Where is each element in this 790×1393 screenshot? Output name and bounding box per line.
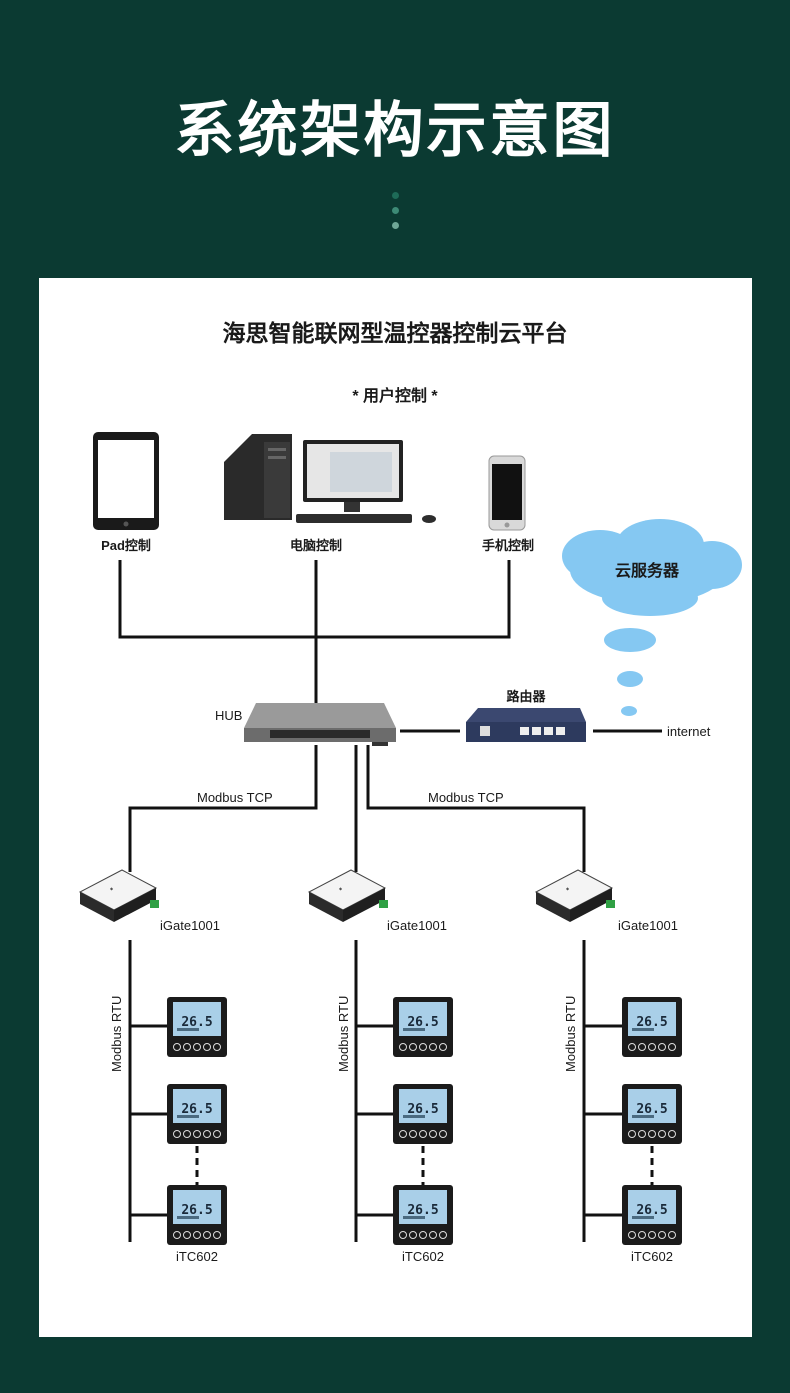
- thermostat-icon: [392, 1083, 454, 1145]
- gateway-icon-2: [308, 869, 389, 923]
- thermostat-icon: [621, 1083, 683, 1145]
- phone-control-label: 手机控制: [482, 538, 534, 553]
- router-icon: [466, 708, 586, 742]
- gateway-icon-3: [535, 869, 616, 923]
- thermostat-model-label-1: iTC602: [176, 1249, 218, 1264]
- thermostat-icon: [166, 1083, 228, 1145]
- thermostat-icon: [621, 1184, 683, 1246]
- diagram-title: 海思智能联网型温控器控制云平台: [223, 320, 568, 346]
- dashed-connectors: [195, 1146, 654, 1186]
- thermostat-column-3: [621, 996, 683, 1246]
- thermostat-icon: [166, 1184, 228, 1246]
- modbus-rtu-label-1: Modbus RTU: [109, 996, 124, 1072]
- thermostat-icon: [621, 996, 683, 1058]
- page-title: 系统架构示意图: [174, 96, 616, 166]
- decor-dot-3: [392, 222, 399, 229]
- thermostat-column-1: [166, 996, 228, 1246]
- modbus-tcp-label-right: Modbus TCP: [428, 790, 504, 805]
- internet-label: internet: [667, 724, 711, 739]
- decor-dot-1: [392, 192, 399, 199]
- modbus-rtu-label-2: Modbus RTU: [336, 996, 351, 1072]
- thermostat-icon: [166, 996, 228, 1058]
- tablet-icon: [93, 432, 159, 530]
- hub-icon: [244, 703, 396, 746]
- user-control-heading: * 用户控制 *: [352, 386, 438, 405]
- gateway-label-3: iGate1001: [618, 918, 678, 933]
- smartphone-icon: [488, 455, 526, 531]
- modbus-rtu-label-3: Modbus RTU: [563, 996, 578, 1072]
- thermostat-model-label-2: iTC602: [402, 1249, 444, 1264]
- thermostat-model-label-3: iTC602: [631, 1249, 673, 1264]
- pad-control-label: Pad控制: [101, 538, 151, 553]
- gateway-label-1: iGate1001: [160, 918, 220, 933]
- gateway-icon-1: [79, 869, 160, 923]
- cloud-icon: [562, 519, 742, 716]
- pc-control-label: 电脑控制: [290, 538, 342, 553]
- gateway-label-2: iGate1001: [387, 918, 447, 933]
- thermostat-icon: [392, 996, 454, 1058]
- desktop-pc-icon: [224, 434, 436, 523]
- network-lines: [118, 560, 662, 1242]
- router-label: 路由器: [506, 689, 546, 704]
- hub-label: HUB: [215, 708, 242, 723]
- thermostat-column-2: [392, 996, 454, 1246]
- modbus-tcp-label-left: Modbus TCP: [197, 790, 273, 805]
- cloud-server-label: 云服务器: [615, 561, 680, 580]
- thermostat-icon: [392, 1184, 454, 1246]
- decor-dot-2: [392, 207, 399, 214]
